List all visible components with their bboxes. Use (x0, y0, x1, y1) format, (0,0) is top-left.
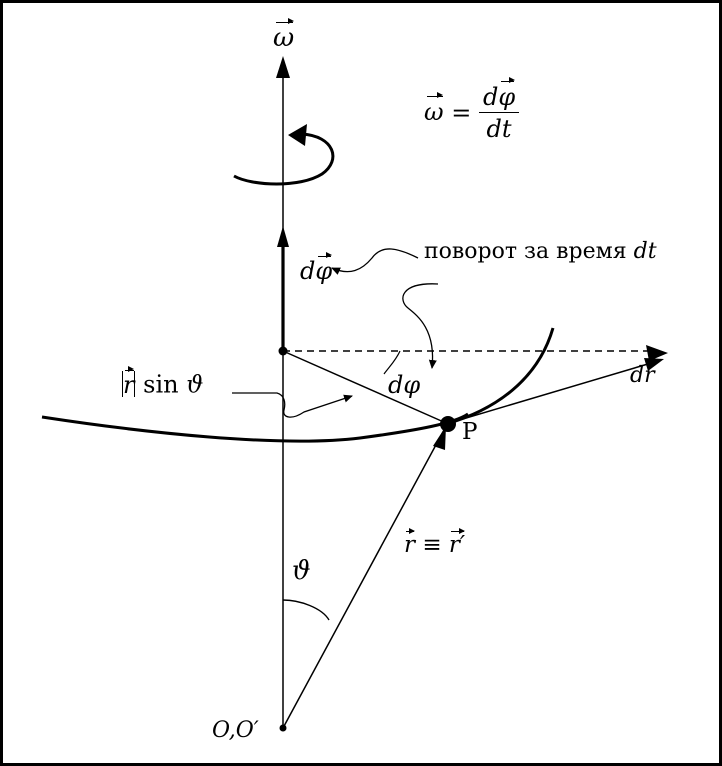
orbit-curve (41, 412, 469, 443)
dr-label: dr (630, 358, 655, 388)
origin-point (279, 724, 287, 732)
leader-to-dphi-angle (402, 283, 439, 369)
equals-sign: = (451, 99, 472, 128)
r-sin-theta: ϑ (186, 370, 204, 399)
theta-arc (282, 599, 330, 621)
r-sin-text: sin (143, 370, 179, 399)
dr-d: d (630, 363, 645, 388)
theta-label: ϑ (292, 556, 311, 586)
dphi-angle-label: dφ (388, 371, 421, 399)
rotated-curve (445, 327, 555, 426)
r-vector-arrowhead (433, 426, 446, 450)
axis-arrowhead (276, 56, 290, 78)
r-vector (282, 429, 445, 729)
frac-den: dt (486, 115, 512, 144)
rotation-curl-arrowhead (288, 124, 307, 146)
leader-dphi-to-dashed (383, 350, 401, 375)
radius-line (282, 350, 447, 424)
r-sin-r: r (123, 365, 135, 399)
rotation-text: поворот за время (424, 239, 627, 264)
dphi-vector-arrowhead (277, 226, 289, 247)
leader-to-dphi-vector (331, 248, 419, 275)
frac-num-d: d (482, 83, 499, 111)
omega-eq-lhs: ω (424, 92, 444, 126)
omega-axis-label: ω (273, 17, 295, 53)
omega-axis-symbol: ω (273, 17, 295, 53)
r-equiv-r: r (404, 527, 415, 558)
rotation-curl-arrow (233, 132, 335, 186)
leader-rsin (232, 392, 353, 418)
point-p (440, 416, 456, 432)
r-equiv-rprime: r′ (448, 527, 466, 558)
rotation-dt: dt (633, 239, 657, 264)
omega-equation: ω = dφ dt (424, 77, 520, 144)
origin-label: O,O′ (212, 718, 259, 743)
r-equiv-label: r ≡ r′ (404, 527, 466, 558)
dphi-vector-label: dφ (300, 252, 333, 285)
omega-fraction: dφ dt (478, 77, 520, 144)
dr-vector (445, 360, 659, 425)
rotation-caption: поворот за время dt (424, 241, 657, 263)
frac-num-phi: φ (498, 77, 516, 111)
equiv-sign: ≡ (422, 532, 442, 558)
dr-r: r (644, 358, 655, 388)
r-sin-theta-label: r sin ϑ (122, 365, 204, 399)
point-p-label: P (462, 419, 478, 445)
dr-dashed-arrowhead (646, 345, 668, 361)
dphi-vector-phi: φ (315, 252, 333, 285)
dphi-vector-d: d (300, 257, 316, 285)
